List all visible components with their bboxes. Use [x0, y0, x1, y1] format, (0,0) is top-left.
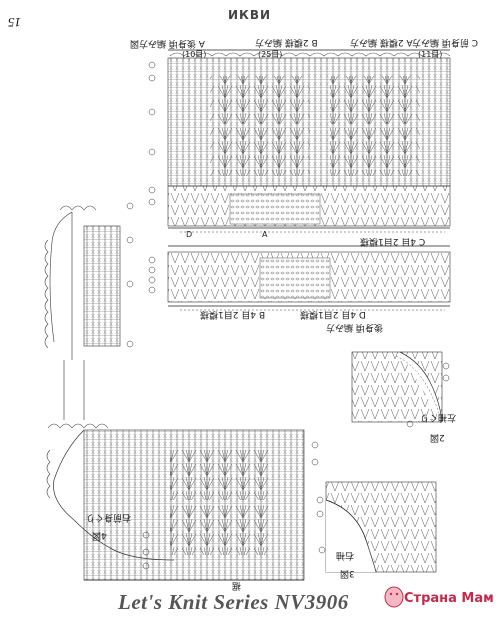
header-mark: ИКВИ — [228, 8, 272, 22]
bottom-c-text: C 4目 2目1模様 — [360, 236, 426, 246]
fig3-subtitle: 右袖 — [336, 550, 355, 560]
left-edge-chart — [44, 205, 121, 420]
watermark-text: Страна Мам — [404, 591, 494, 606]
watermark-logo-icon — [384, 586, 404, 608]
main-caption: 後身頃 編み方 — [326, 322, 383, 332]
site-watermark: Страна Мам — [382, 582, 494, 612]
figure-3-chart — [325, 481, 437, 573]
mid-count: (25目) — [258, 50, 283, 59]
left-count: (10目) — [182, 50, 207, 59]
fig4-title: 4図 — [92, 530, 107, 540]
figure-4-chart — [46, 423, 305, 581]
second-chart — [167, 245, 451, 311]
row-markers — [126, 61, 450, 570]
figure-2-chart — [351, 351, 443, 423]
fig3-title: 3図 — [340, 568, 355, 578]
fig4-subtitle: 右前身ぐり — [86, 512, 132, 522]
bottom-d-label: D — [186, 230, 193, 239]
fig2-title: 2図 — [430, 432, 445, 442]
bottom-a-label: A — [262, 230, 268, 239]
series-title: Let's Knit Series NV3906 — [118, 590, 349, 614]
bottom-b-text: B 4目 2目1模様 — [200, 309, 266, 319]
fig2-subtitle: 左袖ぐり — [420, 412, 457, 422]
section-a-label: A 2模様 編み方 — [350, 37, 413, 47]
right-count: (11目) — [418, 50, 443, 59]
top-chart — [167, 49, 451, 233]
bottom-d-text: D 4目 2目1模様 — [300, 309, 366, 319]
